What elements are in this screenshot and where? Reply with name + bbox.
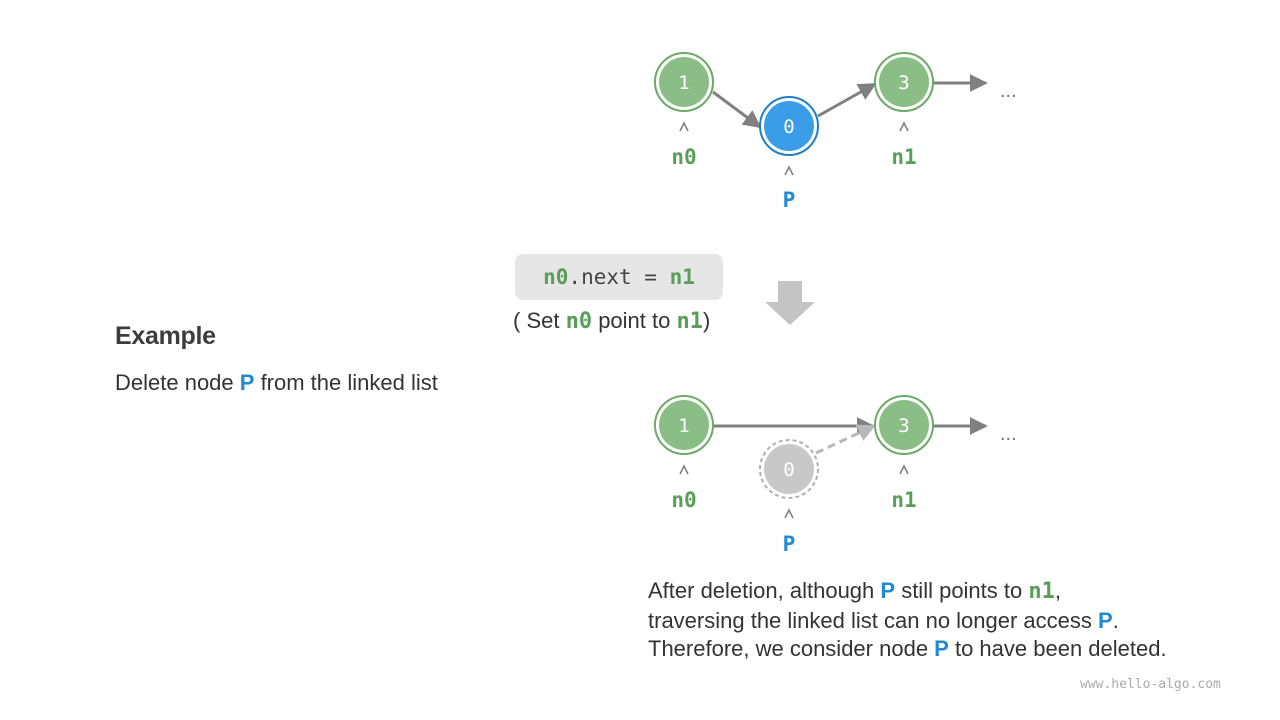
example-description: Delete node P from the linked list bbox=[115, 370, 438, 396]
node-value: 3 bbox=[898, 415, 909, 437]
note-text: . bbox=[1112, 607, 1119, 633]
node-1: 1 bbox=[654, 395, 714, 455]
node-value: 3 bbox=[898, 72, 909, 94]
node-p: 0 bbox=[759, 96, 819, 156]
pointer-label-n0: n0 bbox=[671, 488, 696, 512]
arrow-0-to-3-dashed bbox=[815, 424, 876, 455]
ellipsis-text: ... bbox=[1000, 80, 1017, 102]
note-text: still points to bbox=[895, 578, 1029, 603]
note-line-2: traversing the linked list can no longer… bbox=[648, 607, 1167, 636]
note-var-n1: n1 bbox=[1028, 579, 1055, 604]
watermark: www.hello-algo.com bbox=[1080, 677, 1221, 692]
arrow-1-to-0 bbox=[712, 90, 762, 129]
caption-var-n1: n1 bbox=[676, 309, 703, 334]
pointer-caret-n0 bbox=[679, 121, 689, 132]
note-pointer-p: P bbox=[1098, 607, 1113, 633]
caption-close: ) bbox=[702, 308, 711, 333]
node-value: 0 bbox=[783, 459, 794, 481]
pointer-label-n1: n1 bbox=[891, 488, 916, 512]
after-state: ... 1 0 3 n0 P n1 bbox=[654, 395, 1017, 556]
code-var-n1: n1 bbox=[669, 265, 695, 289]
code-var-n0: n0 bbox=[543, 265, 569, 289]
note-line-1: After deletion, although P still points … bbox=[648, 577, 1167, 607]
node-value: 0 bbox=[783, 116, 794, 138]
pointer-label-n0: n0 bbox=[671, 145, 696, 169]
note-text: , bbox=[1054, 578, 1061, 603]
desc-text-before: Delete node bbox=[115, 370, 240, 395]
before-state: ... 1 0 3 n0 P n1 bbox=[654, 52, 1017, 212]
note-text: After deletion, although bbox=[648, 578, 881, 603]
note-line-3: Therefore, we consider node P to have be… bbox=[648, 635, 1167, 664]
code-snippet: n0.next = n1 bbox=[515, 254, 723, 300]
caption-var-n0: n0 bbox=[565, 309, 593, 334]
pointer-label-p: P bbox=[783, 532, 796, 556]
pointer-caret-p bbox=[784, 508, 794, 519]
node-3: 3 bbox=[874, 395, 934, 455]
node-3: 3 bbox=[874, 52, 934, 112]
node-value: 1 bbox=[678, 415, 689, 437]
pointer-caret-n0 bbox=[679, 464, 689, 475]
caption-open: ( Set bbox=[513, 308, 566, 333]
code-operator: .next = bbox=[568, 265, 670, 289]
pointer-label-p: P bbox=[783, 188, 796, 212]
pointer-label-n1: n1 bbox=[891, 145, 916, 169]
note-text: traversing the linked list can no longer… bbox=[648, 607, 1099, 633]
note-pointer-p: P bbox=[934, 636, 949, 661]
note-text: Therefore, we consider node bbox=[648, 636, 935, 661]
node-value: 1 bbox=[678, 72, 689, 94]
desc-text-after: from the linked list bbox=[254, 370, 438, 395]
desc-pointer-p: P bbox=[239, 370, 255, 395]
node-1: 1 bbox=[654, 52, 714, 112]
node-p-removed: 0 bbox=[759, 439, 819, 499]
arrow-0-to-3 bbox=[817, 82, 877, 118]
pointer-caret-p bbox=[784, 165, 794, 176]
note-text: to have been deleted. bbox=[948, 636, 1167, 661]
example-title: Example bbox=[115, 322, 216, 350]
caption-mid: point to bbox=[592, 308, 677, 333]
ellipsis-text: ... bbox=[1000, 423, 1017, 445]
pointer-caret-n1 bbox=[899, 121, 909, 132]
deletion-note: After deletion, although P still points … bbox=[648, 577, 1167, 664]
note-pointer-p: P bbox=[880, 578, 896, 603]
pointer-caret-n1 bbox=[899, 464, 909, 475]
down-arrow-icon bbox=[765, 281, 815, 325]
code-caption: ( Set n0 point to n1) bbox=[513, 308, 710, 334]
